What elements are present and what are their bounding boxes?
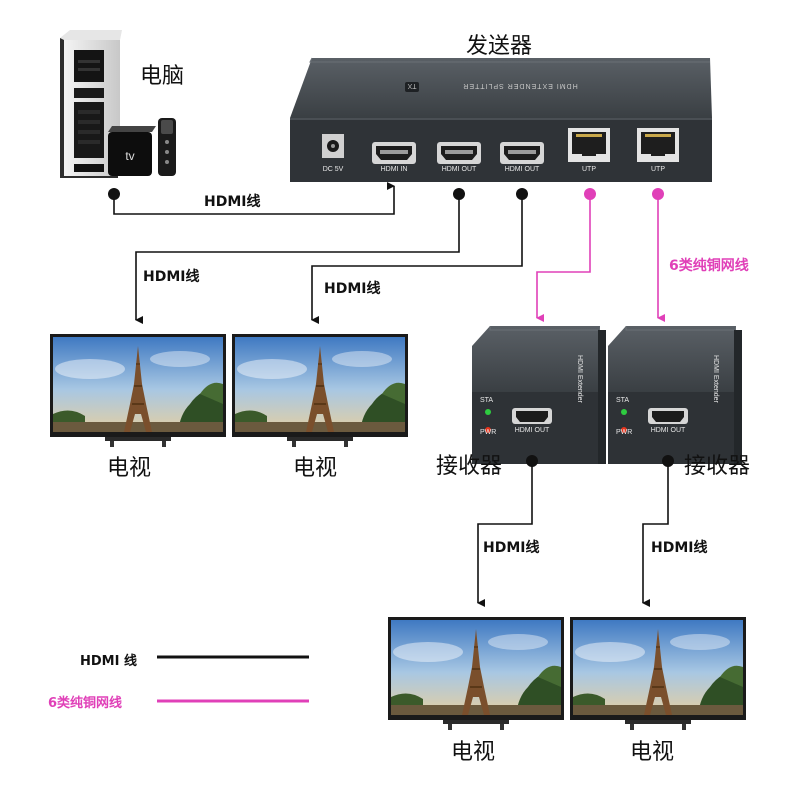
tv-screen-3 [387, 616, 565, 731]
tv-screen-1 [49, 333, 227, 448]
hdmi-out-port-2: HDMI OUT [500, 142, 544, 173]
tv4-label: 电视 [630, 740, 675, 765]
cable-receiver-right-to-tv4 [642, 461, 669, 607]
transmitter-device: TX HDMI EXTENDER SPLITTER DC 5V HDMI IN … [290, 57, 712, 182]
set-top-box-icon: tv [108, 126, 156, 176]
svg-text:HDMI OUT: HDMI OUT [442, 166, 477, 173]
tv3-label: 电视 [451, 740, 496, 765]
receiver-right-label: 接收器 [684, 454, 751, 479]
receiver-right-device: STA PWR HDMI OUT HDMI Extender [607, 325, 743, 465]
svg-text:HDMI OUT: HDMI OUT [651, 427, 686, 434]
legend-cat6-label: 6类纯铜网线 [48, 696, 123, 711]
utp-port-1: UTP [568, 128, 610, 173]
svg-text:UTP: UTP [582, 166, 596, 173]
legend-hdmi-label: HDMI 线 [80, 654, 137, 669]
svg-text:HDMI Extender: HDMI Extender [576, 355, 583, 404]
svg-text:HDMI Extender: HDMI Extender [712, 355, 719, 404]
svg-text:DC 5V: DC 5V [323, 166, 344, 173]
svg-text:STA: STA [480, 397, 493, 404]
svg-text:tv: tv [125, 149, 134, 163]
dc-power-jack: DC 5V [322, 134, 344, 173]
cable-label-tv2: HDMI线 [324, 281, 381, 297]
computer-tower-icon [60, 30, 122, 178]
tv1-label: 电视 [107, 456, 152, 481]
svg-text:HDMI IN: HDMI IN [381, 166, 408, 173]
cable-hdmi-out-to-tv2 [311, 194, 523, 324]
cable-pc-to-hdmi-in [113, 182, 395, 215]
hdmi-out-port-1: HDMI OUT [437, 142, 481, 173]
svg-text:HDMI OUT: HDMI OUT [505, 166, 540, 173]
cable-label-rx-right: HDMI线 [651, 540, 708, 556]
svg-text:PWR: PWR [616, 429, 632, 436]
tv2-label: 电视 [293, 456, 338, 481]
svg-text:HDMI OUT: HDMI OUT [515, 427, 550, 434]
cable-label-rx-left: HDMI线 [483, 540, 540, 556]
cable-receiver-left-to-tv3 [477, 461, 533, 607]
cable-label-tv1: HDMI线 [143, 269, 200, 285]
receiver-left-device: STA PWR HDMI OUT HDMI Extender [471, 325, 607, 465]
svg-text:STA: STA [616, 397, 629, 404]
cable-hdmi-out-to-tv1 [135, 194, 460, 324]
remote-control-icon [158, 118, 176, 176]
utp-port-2: UTP [637, 128, 679, 173]
receiver-left-label: 接收器 [436, 454, 503, 479]
transmitter-label: 发送器 [466, 34, 533, 59]
cable-utp1-to-receiver-left [536, 194, 591, 322]
cable-label-cat6: 6类纯铜网线 [669, 258, 749, 274]
svg-text:UTP: UTP [651, 166, 665, 173]
computer-label: 电脑 [140, 64, 185, 89]
tv-screen-2 [231, 333, 409, 448]
transmitter-top-text: HDMI EXTENDER SPLITTER [462, 82, 577, 89]
cable-label-pc-tx: HDMI线 [204, 194, 261, 210]
hdmi-in-port: HDMI IN [372, 142, 416, 173]
svg-text:PWR: PWR [480, 429, 496, 436]
transmitter-badge: TX [407, 82, 416, 89]
tv-screen-4 [569, 616, 747, 731]
